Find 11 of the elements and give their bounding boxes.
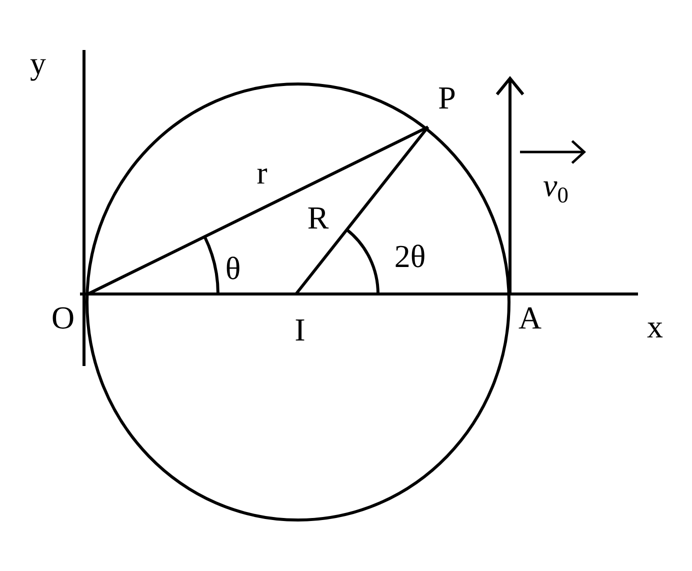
angle-label: θ — [226, 256, 240, 280]
point-label: O — [52, 307, 74, 329]
axis-label: y — [30, 59, 46, 81]
angle-label: 2θ — [396, 244, 424, 268]
point-label: A — [518, 307, 542, 329]
segment-label: R — [308, 208, 329, 228]
point-label: P — [439, 88, 455, 108]
axis-label: x — [647, 322, 663, 338]
segment-label: r — [257, 168, 268, 184]
vector-label: v$_{0}$ — [544, 181, 568, 203]
point-label: I — [296, 320, 304, 340]
